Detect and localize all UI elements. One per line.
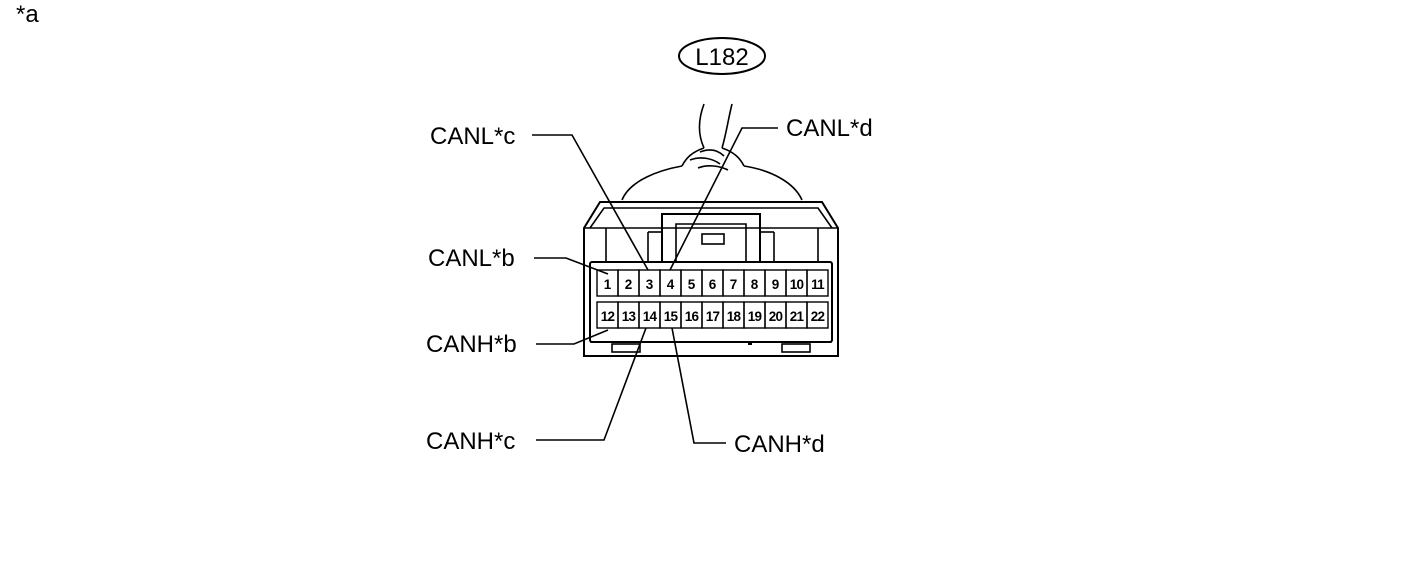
label-canl-c: CANL*c bbox=[430, 123, 515, 150]
pin-number-21: 21 bbox=[790, 309, 805, 324]
connector-housing bbox=[583, 201, 839, 357]
pin-number-19: 19 bbox=[748, 309, 762, 324]
label-canh-b: CANH*b bbox=[426, 331, 517, 358]
pin-number-22: 22 bbox=[811, 309, 825, 324]
callout-labels: CANL*c CANL*d CANL*b CANH*b CANH*c CANH*… bbox=[426, 115, 873, 458]
pin-number-3: 3 bbox=[646, 277, 654, 292]
label-canl-b: CANL*b bbox=[428, 245, 515, 272]
leader-canl-c bbox=[532, 134, 649, 271]
pin-number-20: 20 bbox=[769, 309, 783, 324]
pin-number-18: 18 bbox=[727, 309, 742, 324]
leader-canl-d bbox=[669, 127, 778, 271]
leader-canl-b bbox=[534, 257, 609, 275]
pin-number-2: 2 bbox=[625, 277, 633, 292]
callout-leaders bbox=[532, 127, 778, 444]
pin-number-12: 12 bbox=[601, 309, 615, 324]
pin-number-8: 8 bbox=[751, 277, 759, 292]
pin-number-6: 6 bbox=[709, 277, 717, 292]
pin-number-4: 4 bbox=[667, 277, 675, 292]
label-canh-d: CANH*d bbox=[734, 431, 825, 458]
pin-number-17: 17 bbox=[706, 309, 720, 324]
leader-canh-b bbox=[536, 329, 609, 345]
pin-cell-11 bbox=[806, 269, 829, 297]
corner-note: *a bbox=[16, 1, 39, 28]
pin-number-14: 14 bbox=[643, 309, 658, 324]
connector-id: L182 bbox=[695, 44, 748, 71]
connector-id-ellipse bbox=[678, 37, 766, 75]
pin-number-11: 11 bbox=[811, 277, 825, 292]
pin-number-16: 16 bbox=[685, 309, 700, 324]
pin-number-13: 13 bbox=[622, 309, 637, 324]
pin-cell-22 bbox=[806, 301, 829, 329]
leader-canh-d bbox=[671, 327, 726, 444]
label-canl-d: CANL*d bbox=[786, 115, 873, 142]
connector-id-badge: L182 bbox=[678, 37, 766, 75]
leader-canh-c bbox=[536, 327, 647, 441]
pin-number-1: 1 bbox=[604, 277, 612, 292]
pin-number-7: 7 bbox=[730, 277, 738, 292]
pin-number-9: 9 bbox=[772, 277, 780, 292]
pin-number-10: 10 bbox=[790, 277, 804, 292]
label-canh-c: CANH*c bbox=[426, 428, 515, 455]
wire-harness bbox=[621, 103, 803, 201]
pin-number-15: 15 bbox=[664, 309, 679, 324]
pin-number-5: 5 bbox=[688, 277, 696, 292]
